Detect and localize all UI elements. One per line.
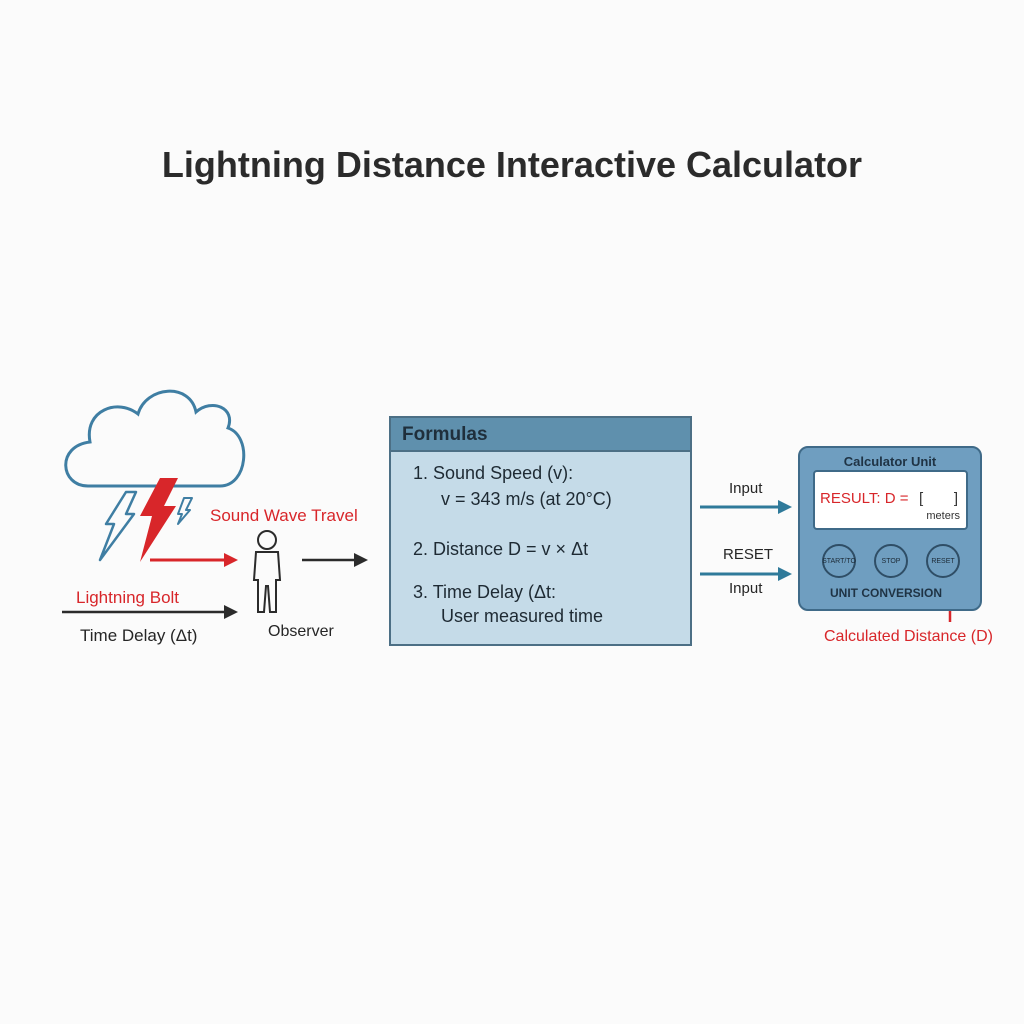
observer-person-icon xyxy=(252,530,282,613)
reset-button[interactable]: RESET xyxy=(926,544,960,578)
input-arrow-bottom xyxy=(700,567,792,581)
result-label: RESULT: D = xyxy=(820,490,909,507)
cloud-icon xyxy=(64,389,246,488)
page-title: Lightning Distance Interactive Calculato… xyxy=(161,144,863,185)
lightning-bolt-icon xyxy=(98,478,193,562)
result-bracket-close: ] xyxy=(953,490,958,507)
time-delay-label: Time Delay (Δt) xyxy=(80,626,198,645)
formula-sound-speed: 1. Sound Speed (v): xyxy=(413,463,574,483)
calculator-title: Calculator Unit xyxy=(843,454,937,469)
result-bracket-open: [ xyxy=(919,490,924,507)
formula-sound-speed-value: v = 343 m/s (at 20°C) xyxy=(441,489,612,509)
input-label-bottom: Input xyxy=(729,580,763,597)
formulas-header: Formulas xyxy=(391,418,690,452)
calculator-display: RESULT: D = [ ] meters xyxy=(813,470,968,530)
result-unit: meters xyxy=(926,510,960,522)
input-arrow-top xyxy=(700,500,792,514)
formulas-panel: Formulas 1. Sound Speed (v): v = 343 m/s… xyxy=(389,416,692,646)
stop-button[interactable]: STOP xyxy=(874,544,908,578)
lightning-bolt-label: Lightning Bolt xyxy=(76,588,180,607)
observer-to-formulas-arrow xyxy=(302,553,368,567)
reset-label: RESET xyxy=(723,546,774,563)
unit-conversion-label: UNIT CONVERSION xyxy=(829,586,942,600)
formula-time-delay: 3. Time Delay (Δt: xyxy=(413,582,557,602)
observer-label: Observer xyxy=(268,623,334,640)
time-delay-arrow xyxy=(62,605,238,619)
formula-distance: 2. Distance D = v × Δt xyxy=(413,539,589,559)
sound-wave-arrow xyxy=(150,553,238,567)
formula-time-delay-desc: User measured time xyxy=(441,606,604,626)
input-label-top: Input xyxy=(729,480,763,497)
calculator-unit: Calculator Unit RESULT: D = [ ] meters S… xyxy=(798,446,982,611)
calculated-distance-label: Calculated Distance (D) xyxy=(824,628,993,645)
sound-wave-travel-label: Sound Wave Travel xyxy=(210,506,358,525)
start-button[interactable]: START/TO xyxy=(822,544,856,578)
